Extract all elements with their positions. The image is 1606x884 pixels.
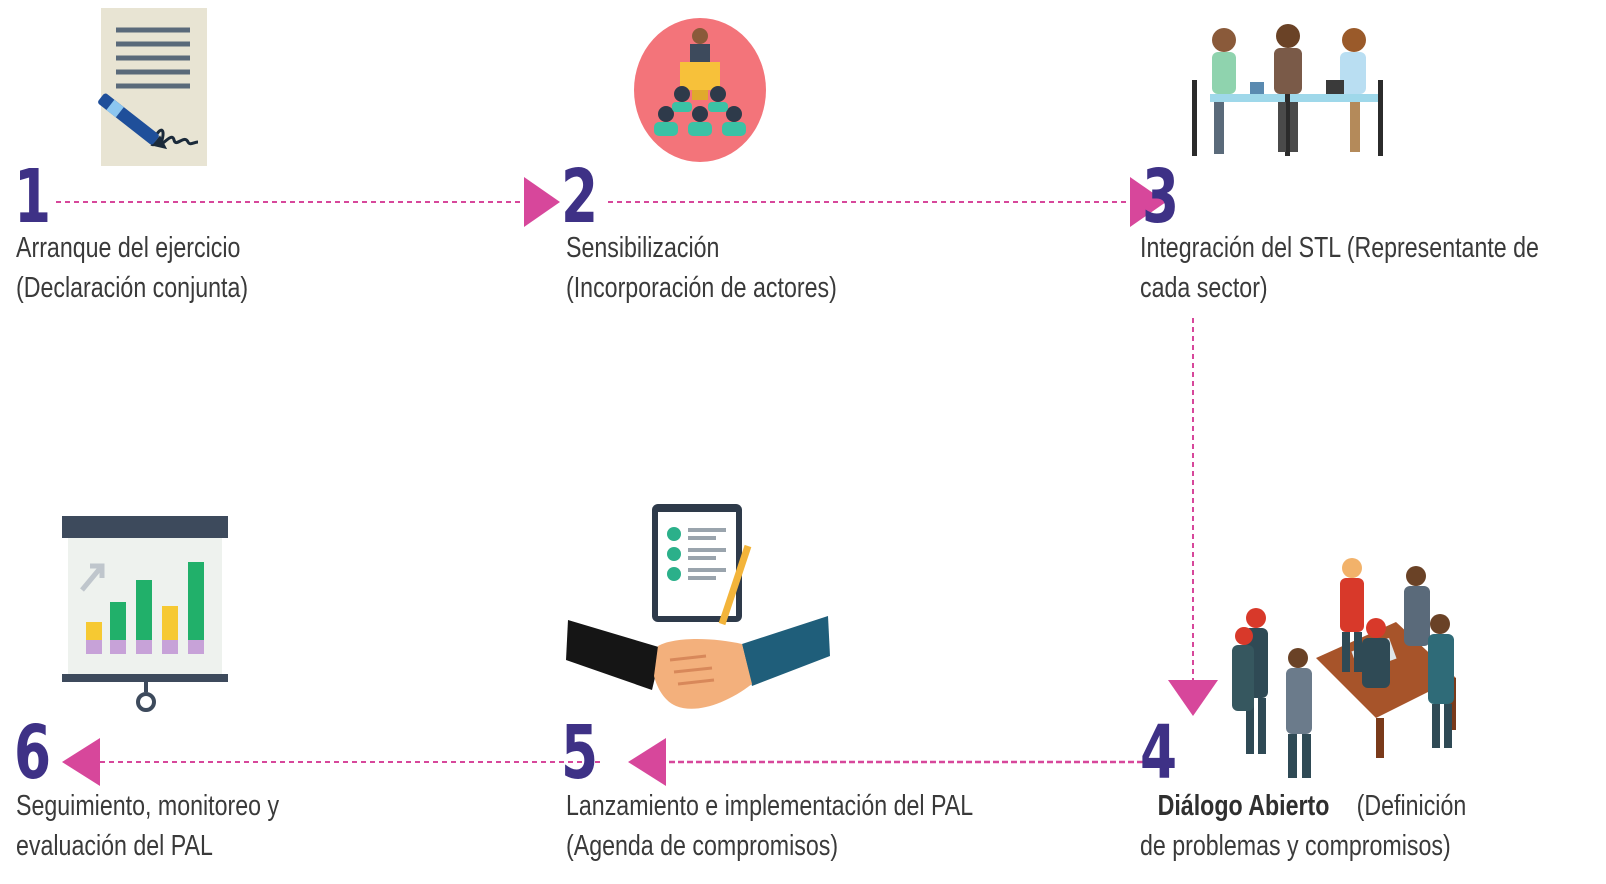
step-6-subtitle: evaluación del PAL — [16, 830, 213, 862]
arrow-to-4 — [1168, 680, 1218, 716]
step-1-subtitle: (Declaración conjunta) — [16, 272, 249, 304]
arrow-to-2 — [524, 177, 560, 227]
step-label-4: Diálogo Abierto (Definición de problemas … — [1140, 786, 1466, 866]
step-6-title: Seguimiento, monitoreo y — [16, 790, 280, 822]
arrow-to-6 — [62, 738, 100, 786]
step-label-5: Lanzamiento e implementación del PAL (Ag… — [566, 786, 973, 866]
step-number-1: 1 — [14, 154, 52, 240]
step-4-title-bold: Diálogo Abierto — [1157, 790, 1330, 822]
step-label-1: Arranque del ejercicio (Declaración conj… — [16, 228, 248, 308]
step-3-subtitle: cada sector) — [1140, 272, 1268, 304]
signed-document-icon — [98, 8, 207, 166]
step-2-subtitle: (Incorporación de actores) — [566, 272, 837, 304]
handshake-checklist-icon — [566, 504, 830, 709]
step-number-3: 3 — [1142, 154, 1180, 240]
step-4-subtitle: de problemas y compromisos) — [1140, 830, 1451, 862]
audience-presentation-icon — [634, 18, 766, 162]
step-label-2: Sensibilización (Incorporación de actore… — [566, 228, 837, 308]
step-number-6: 6 — [14, 710, 52, 796]
step-3-title: Integración del STL (Representante de — [1140, 232, 1539, 264]
arrow-to-5 — [628, 738, 666, 786]
step-number-2: 2 — [561, 154, 599, 240]
arrow-to-3 — [1130, 177, 1166, 227]
step-2-title: Sensibilización — [566, 232, 720, 264]
meeting-table-icon — [1192, 24, 1383, 156]
step-4-title-rest: (Definición — [1356, 790, 1467, 822]
step-number-5: 5 — [561, 710, 599, 796]
step-5-subtitle: (Agenda de compromisos) — [566, 830, 839, 862]
step-label-6: Seguimiento, monitoreo y evaluación del … — [16, 786, 279, 866]
step-label-3: Integración del STL (Representante de ca… — [1140, 228, 1539, 308]
group-discussion-icon — [1232, 558, 1456, 778]
bar-chart-board-icon — [62, 516, 228, 712]
step-number-4: 4 — [1140, 710, 1178, 796]
step-5-title: Lanzamiento e implementación del PAL — [566, 790, 974, 822]
step-1-title: Arranque del ejercicio — [16, 232, 241, 264]
